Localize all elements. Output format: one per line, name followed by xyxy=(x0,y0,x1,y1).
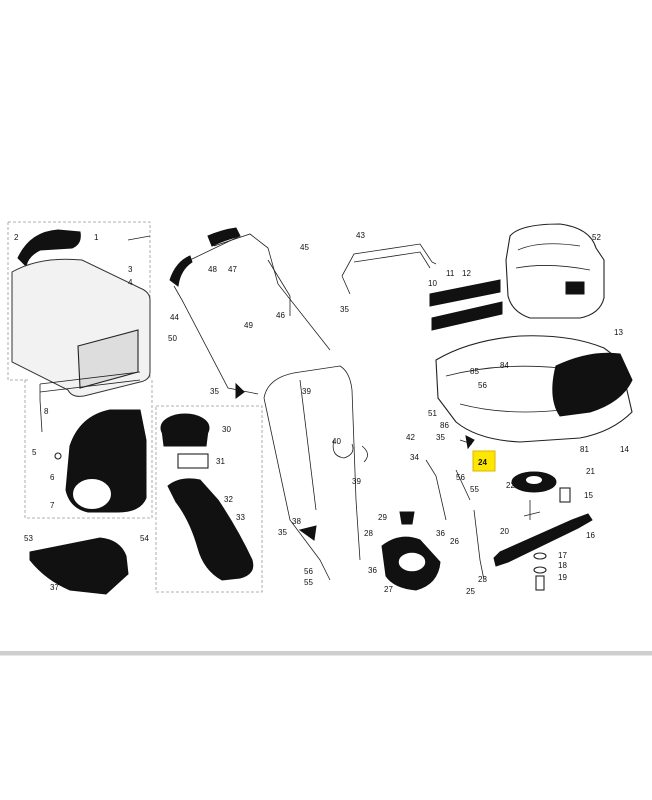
label-35d: 35 xyxy=(436,433,445,442)
label-48: 48 xyxy=(208,265,217,274)
engine-group: 52 xyxy=(505,223,605,319)
side-chute-group: 54 37 xyxy=(29,534,149,595)
label-31: 31 xyxy=(216,457,225,466)
label-26: 26 xyxy=(450,537,459,546)
label-55-right: 55 xyxy=(470,485,479,494)
blade-group: 21 15 22 20 16 17 18 19 xyxy=(493,467,595,591)
label-43: 43 xyxy=(356,231,365,240)
label-14: 14 xyxy=(620,445,629,454)
label-42: 42 xyxy=(406,433,415,442)
rear-guard-13 xyxy=(552,352,633,417)
label-52: 52 xyxy=(592,233,601,242)
label-56a: 56 xyxy=(304,567,313,576)
label-51: 51 xyxy=(428,409,437,418)
label-46: 46 xyxy=(276,311,285,320)
label-4: 4 xyxy=(128,278,133,287)
label-56b: 56 xyxy=(478,381,487,390)
label-53: 53 xyxy=(24,534,33,543)
upper-handle-group: 45 47 48 44 46 49 50 35 35 xyxy=(168,227,349,399)
mount-plates-group: 10 11 12 xyxy=(428,269,503,331)
part-31 xyxy=(177,453,209,469)
label-40: 40 xyxy=(332,437,341,446)
label-35b: 35 xyxy=(340,305,349,314)
label-12: 12 xyxy=(462,269,471,278)
label-47: 47 xyxy=(228,265,237,274)
grass-bag-group: 1 2 3 4 5 6 7 8 53 xyxy=(7,221,153,543)
side-chute xyxy=(29,537,129,595)
label-81: 81 xyxy=(580,445,589,454)
lower-handle-group: 39 40 42 39 38 35 36 56 55 xyxy=(263,365,415,587)
deck-group: 13 14 51 84 85 56 86 35 81 xyxy=(428,328,633,454)
label-45: 45 xyxy=(300,243,309,252)
bottom-divider-light xyxy=(0,655,652,656)
label-49: 49 xyxy=(244,321,253,330)
label-32: 32 xyxy=(224,495,233,504)
label-25: 25 xyxy=(466,587,475,596)
label-1: 1 xyxy=(94,233,99,242)
bag-handle xyxy=(17,229,81,268)
label-6: 6 xyxy=(50,473,55,482)
label-20: 20 xyxy=(500,527,509,536)
label-8: 8 xyxy=(44,407,49,416)
label-13: 13 xyxy=(614,328,623,337)
label-5: 5 xyxy=(32,448,37,457)
label-33: 33 xyxy=(236,513,245,522)
engine xyxy=(505,223,605,319)
height-adjuster-group: 34 36 56 55 26 23 25 xyxy=(410,439,487,596)
label-18: 18 xyxy=(558,561,567,570)
label-50: 50 xyxy=(168,334,177,343)
highlight-24[interactable]: 24 xyxy=(465,435,496,472)
label-44: 44 xyxy=(170,313,179,322)
bottom-divider xyxy=(0,651,652,655)
label-56-right: 56 xyxy=(456,473,465,482)
label-35c: 35 xyxy=(278,528,287,537)
label-39a: 39 xyxy=(302,387,311,396)
label-7: 7 xyxy=(50,501,55,510)
label-29: 29 xyxy=(378,513,387,522)
label-3: 3 xyxy=(128,265,133,274)
label-36b: 36 xyxy=(436,529,445,538)
highlight-box xyxy=(472,450,496,472)
label-11: 11 xyxy=(446,269,455,278)
label-36a: 36 xyxy=(368,566,377,575)
label-39b: 39 xyxy=(352,477,361,486)
label-16: 16 xyxy=(586,531,595,540)
label-21: 21 xyxy=(586,467,595,476)
label-15: 15 xyxy=(584,491,593,500)
bail-bar-group: 43 xyxy=(341,231,437,295)
label-24: 24 xyxy=(478,458,487,467)
label-38: 38 xyxy=(292,517,301,526)
rear-flap-group: 29 28 27 xyxy=(364,511,441,594)
label-28: 28 xyxy=(364,529,373,538)
label-23: 23 xyxy=(478,575,487,584)
label-55: 55 xyxy=(304,578,313,587)
label-34: 34 xyxy=(410,453,419,462)
label-54: 54 xyxy=(140,534,149,543)
label-2: 2 xyxy=(14,233,19,242)
label-22: 22 xyxy=(506,481,515,490)
label-37: 37 xyxy=(50,583,59,592)
label-85: 85 xyxy=(470,367,479,376)
chute-33 xyxy=(167,478,254,581)
label-27: 27 xyxy=(384,585,393,594)
label-86: 86 xyxy=(440,421,449,430)
label-30: 30 xyxy=(222,425,231,434)
label-10: 10 xyxy=(428,279,437,288)
label-17: 17 xyxy=(558,551,567,560)
mulch-group: 30 31 32 33 xyxy=(155,405,263,593)
label-84: 84 xyxy=(500,361,509,370)
label-35a: 35 xyxy=(210,387,219,396)
blade-16 xyxy=(493,513,593,567)
label-19: 19 xyxy=(558,573,567,582)
